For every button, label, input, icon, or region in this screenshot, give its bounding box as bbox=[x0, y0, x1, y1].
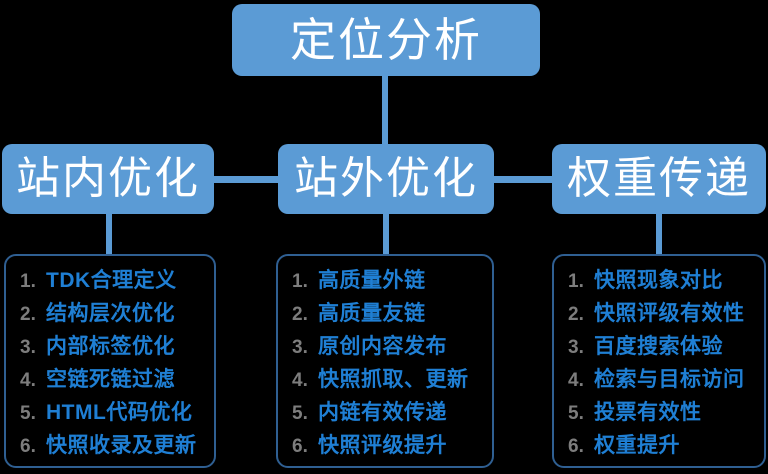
list-item[interactable]: 4. 空链死链过滤 bbox=[6, 363, 214, 396]
list-item-number: 1. bbox=[292, 271, 308, 292]
list-item-number: 3. bbox=[568, 337, 584, 358]
list-item[interactable]: 6. 快照评级提升 bbox=[278, 429, 492, 462]
list-item[interactable]: 6. 权重提升 bbox=[554, 429, 764, 462]
list-item-number: 3. bbox=[292, 337, 308, 358]
list-item-label: 内链有效传递 bbox=[318, 401, 447, 424]
list-item[interactable]: 5. 投票有效性 bbox=[554, 396, 764, 429]
list-item-number: 2. bbox=[292, 304, 308, 325]
connector-middle-to-right bbox=[492, 176, 554, 183]
list-offsite-optimization: 1. 高质量外链 2. 高质量友链 3. 原创内容发布 4. 快照抓取、更新 5… bbox=[278, 264, 492, 462]
list-item-label: TDK合理定义 bbox=[46, 269, 177, 292]
list-item-label: 快照抓取、更新 bbox=[318, 368, 469, 391]
list-item-number: 1. bbox=[20, 271, 36, 292]
list-panel-offsite-optimization: 1. 高质量外链 2. 高质量友链 3. 原创内容发布 4. 快照抓取、更新 5… bbox=[276, 254, 494, 468]
connector-middle-to-left bbox=[212, 176, 280, 183]
list-item-number: 2. bbox=[20, 304, 36, 325]
branch-node-onsite-optimization[interactable]: 站内优化 bbox=[2, 144, 214, 214]
list-item[interactable]: 5. 内链有效传递 bbox=[278, 396, 492, 429]
list-item-number: 5. bbox=[568, 403, 584, 424]
list-item[interactable]: 3. 百度搜索体验 bbox=[554, 330, 764, 363]
list-item-label: 高质量友链 bbox=[318, 302, 426, 325]
list-item-label: 百度搜索体验 bbox=[594, 335, 723, 358]
branch-node-label: 站内优化 bbox=[16, 154, 200, 203]
list-item-number: 5. bbox=[292, 403, 308, 424]
list-item-number: 1. bbox=[568, 271, 584, 292]
list-item[interactable]: 2. 结构层次优化 bbox=[6, 297, 214, 330]
list-item[interactable]: 4. 检索与目标访问 bbox=[554, 363, 764, 396]
list-item-label: 权重提升 bbox=[594, 434, 680, 457]
list-item-number: 5. bbox=[20, 403, 36, 424]
connector-right-branch-to-list bbox=[656, 214, 662, 256]
branch-node-weight-transfer[interactable]: 权重传递 bbox=[552, 144, 766, 214]
list-item-number: 4. bbox=[568, 370, 584, 391]
list-onsite-optimization: 1. TDK合理定义 2. 结构层次优化 3. 内部标签优化 4. 空链死链过滤… bbox=[6, 264, 214, 462]
list-item[interactable]: 3. 内部标签优化 bbox=[6, 330, 214, 363]
list-item[interactable]: 2. 快照评级有效性 bbox=[554, 297, 764, 330]
list-weight-transfer: 1. 快照现象对比 2. 快照评级有效性 3. 百度搜索体验 4. 检索与目标访… bbox=[554, 264, 764, 462]
connector-middle-branch-to-list bbox=[383, 214, 389, 256]
list-item[interactable]: 1. TDK合理定义 bbox=[6, 264, 214, 297]
connector-left-branch-to-list bbox=[106, 214, 112, 256]
list-item-number: 4. bbox=[20, 370, 36, 391]
list-item-number: 6. bbox=[20, 436, 36, 457]
list-item-label: 检索与目标访问 bbox=[594, 368, 745, 391]
branch-node-label: 站外优化 bbox=[294, 154, 478, 203]
list-item[interactable]: 1. 快照现象对比 bbox=[554, 264, 764, 297]
list-item-number: 6. bbox=[568, 436, 584, 457]
list-item[interactable]: 4. 快照抓取、更新 bbox=[278, 363, 492, 396]
list-item-label: 投票有效性 bbox=[594, 401, 702, 424]
list-item-label: 原创内容发布 bbox=[318, 335, 447, 358]
list-item[interactable]: 1. 高质量外链 bbox=[278, 264, 492, 297]
list-item[interactable]: 3. 原创内容发布 bbox=[278, 330, 492, 363]
connector-title-to-middle bbox=[382, 76, 388, 146]
list-item-number: 4. bbox=[292, 370, 308, 391]
list-item[interactable]: 2. 高质量友链 bbox=[278, 297, 492, 330]
list-item-label: 快照评级有效性 bbox=[594, 302, 745, 325]
root-node-positioning-analysis[interactable]: 定位分析 bbox=[232, 4, 540, 76]
list-item[interactable]: 6. 快照收录及更新 bbox=[6, 429, 214, 462]
list-item-number: 2. bbox=[568, 304, 584, 325]
branch-node-offsite-optimization[interactable]: 站外优化 bbox=[278, 144, 494, 214]
branch-node-label: 权重传递 bbox=[567, 154, 751, 203]
list-item[interactable]: 5. HTML代码优化 bbox=[6, 396, 214, 429]
list-item-label: 快照评级提升 bbox=[318, 434, 447, 457]
list-panel-weight-transfer: 1. 快照现象对比 2. 快照评级有效性 3. 百度搜索体验 4. 检索与目标访… bbox=[552, 254, 766, 468]
root-node-label: 定位分析 bbox=[290, 14, 482, 66]
list-item-label: 快照收录及更新 bbox=[46, 434, 197, 457]
list-panel-onsite-optimization: 1. TDK合理定义 2. 结构层次优化 3. 内部标签优化 4. 空链死链过滤… bbox=[4, 254, 216, 468]
list-item-number: 3. bbox=[20, 337, 36, 358]
list-item-label: 空链死链过滤 bbox=[46, 368, 175, 391]
list-item-label: HTML代码优化 bbox=[46, 401, 193, 424]
list-item-label: 结构层次优化 bbox=[46, 302, 175, 325]
list-item-label: 高质量外链 bbox=[318, 269, 426, 292]
list-item-label: 内部标签优化 bbox=[46, 335, 175, 358]
list-item-label: 快照现象对比 bbox=[594, 269, 723, 292]
list-item-number: 6. bbox=[292, 436, 308, 457]
